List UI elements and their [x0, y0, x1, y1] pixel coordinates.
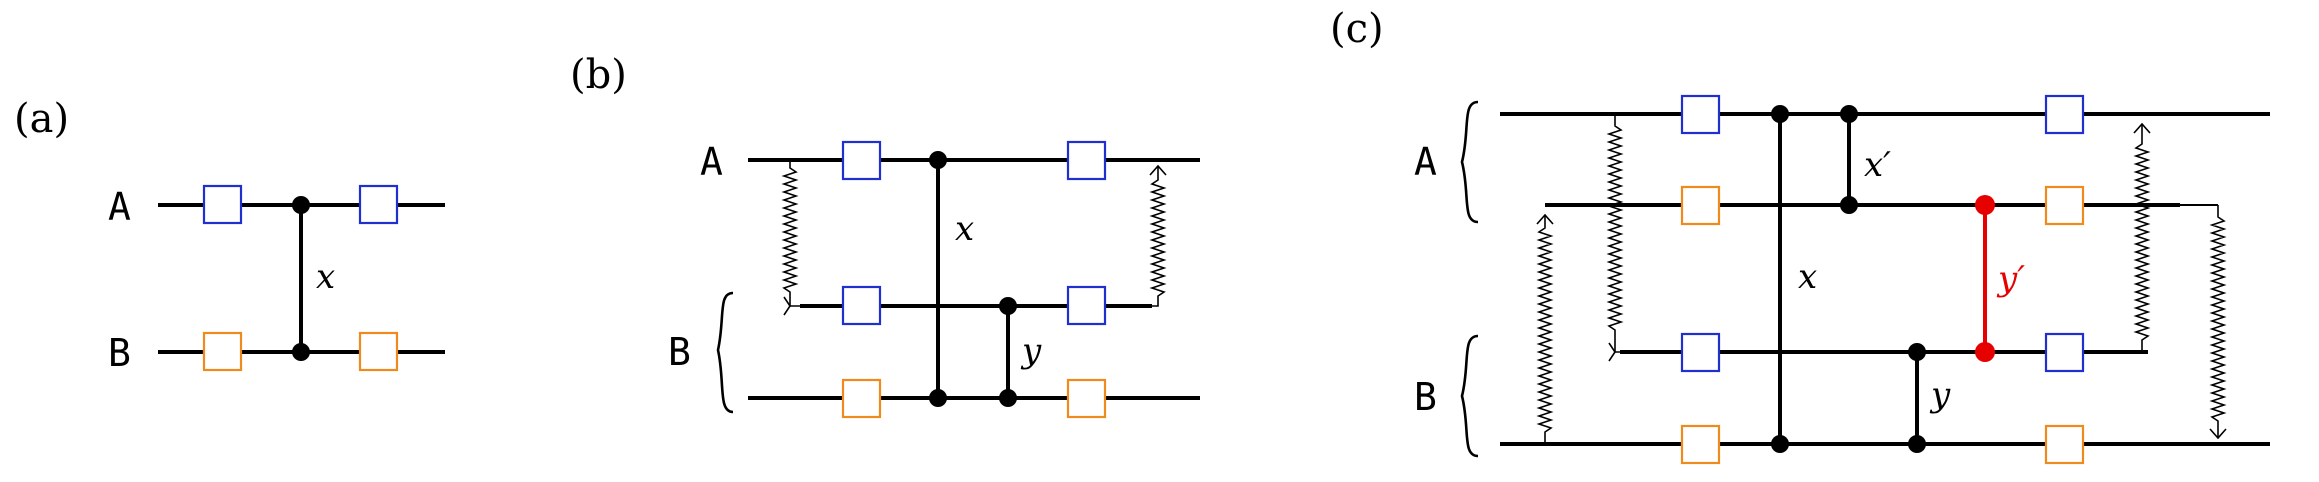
panel-b-control-dot: [999, 297, 1017, 315]
panel-c-local-box-a: [2044, 332, 2085, 373]
panel-c-control-dot: [1771, 105, 1789, 123]
panel-c-gate-y-label: y: [1929, 375, 1951, 415]
panel-c-arrowhead: [1608, 342, 1616, 362]
panel-a-register-b: B: [108, 331, 131, 375]
panel-b-gate-x-label: x: [955, 209, 974, 249]
panel-c-local-box-a: [1680, 94, 1721, 135]
panel-c-control-dot: [1908, 343, 1926, 361]
panel-c-arrowhead: [2209, 428, 2227, 440]
panel-a-local-box-a: [202, 184, 243, 225]
panel-c-local-box-b: [1680, 185, 1721, 226]
panel-c-control-dot: [1908, 435, 1926, 453]
panel-a-label: (a): [14, 96, 69, 142]
panel-b-swap-arrow-up: [1149, 166, 1167, 307]
panel-c-label: (c): [1330, 6, 1384, 52]
panel-c-local-box-b: [2044, 424, 2085, 465]
panel-a-gate-x-label: x: [316, 257, 335, 297]
panel-b-control-dot: [999, 389, 1017, 407]
panel-b-arrowhead: [783, 296, 791, 316]
panel-c-arrowhead: [2133, 122, 2151, 134]
panel-c-local-box-a: [2044, 94, 2085, 135]
panel-c-brace-b: [1460, 334, 1479, 458]
panel-a-local-box-b: [202, 331, 243, 372]
panel-b-arrowhead: [1149, 164, 1167, 176]
panel-b-register-b: B: [668, 330, 691, 374]
panel-c-swap-arrow-up-left: [1536, 215, 1554, 444]
panel-c-brace-a: [1460, 100, 1479, 224]
panel-a-local-box-a: [358, 184, 399, 225]
panel-a-local-box-b: [358, 331, 399, 372]
panel-c-swap-arrow-up-right: [2133, 124, 2151, 352]
panel-c-gate-x-label: x: [1798, 257, 1817, 297]
panel-c-local-box-a: [1680, 332, 1721, 373]
panel-b-control-dot: [929, 389, 947, 407]
panel-a-register-a: A: [108, 185, 131, 229]
panel-b-local-box-a: [1066, 285, 1107, 326]
panel-b-label: (b): [570, 52, 627, 98]
panel-c-swap-arrow-down-left: [1606, 114, 1624, 353]
panel-c-gate-x-prime-label: x′: [1864, 145, 1891, 185]
panel-a-control-dot: [292, 343, 310, 361]
panel-b-gate-y-label: y: [1020, 331, 1042, 371]
panel-a: (a) A B x: [14, 96, 445, 375]
panel-c-gate-y-prime-label: y′: [1996, 259, 2025, 299]
panel-b-register-a: A: [700, 140, 723, 184]
panel-c-control-dot-red: [1975, 342, 1995, 362]
panel-c-register-a: A: [1414, 140, 1437, 184]
panel-c: (c) A B x x′ y y′: [1330, 6, 2270, 465]
panel-b-local-box-b: [1066, 378, 1107, 419]
panel-c-local-box-b: [2044, 185, 2085, 226]
panel-b-swap-arrow-down: [781, 160, 800, 307]
panel-a-control-dot: [292, 196, 310, 214]
panel-b-control-dot: [929, 151, 947, 169]
panel-b: (b) A B x y: [570, 52, 1200, 419]
panel-b-local-box-a: [841, 285, 882, 326]
panel-c-local-box-b: [1680, 424, 1721, 465]
panel-b-local-box-a: [841, 140, 882, 181]
panel-c-control-dot: [1771, 435, 1789, 453]
panel-b-brace: [716, 291, 734, 414]
panel-c-arrowhead: [1536, 213, 1554, 225]
panel-c-swap-arrow-down-right: [2209, 205, 2227, 438]
panel-c-control-dot: [1840, 105, 1858, 123]
panel-c-control-dot-red: [1975, 195, 1995, 215]
panel-b-local-box-b: [841, 378, 882, 419]
panel-b-local-box-a: [1066, 140, 1107, 181]
panel-c-register-b: B: [1414, 375, 1437, 419]
panel-c-control-dot: [1840, 196, 1858, 214]
